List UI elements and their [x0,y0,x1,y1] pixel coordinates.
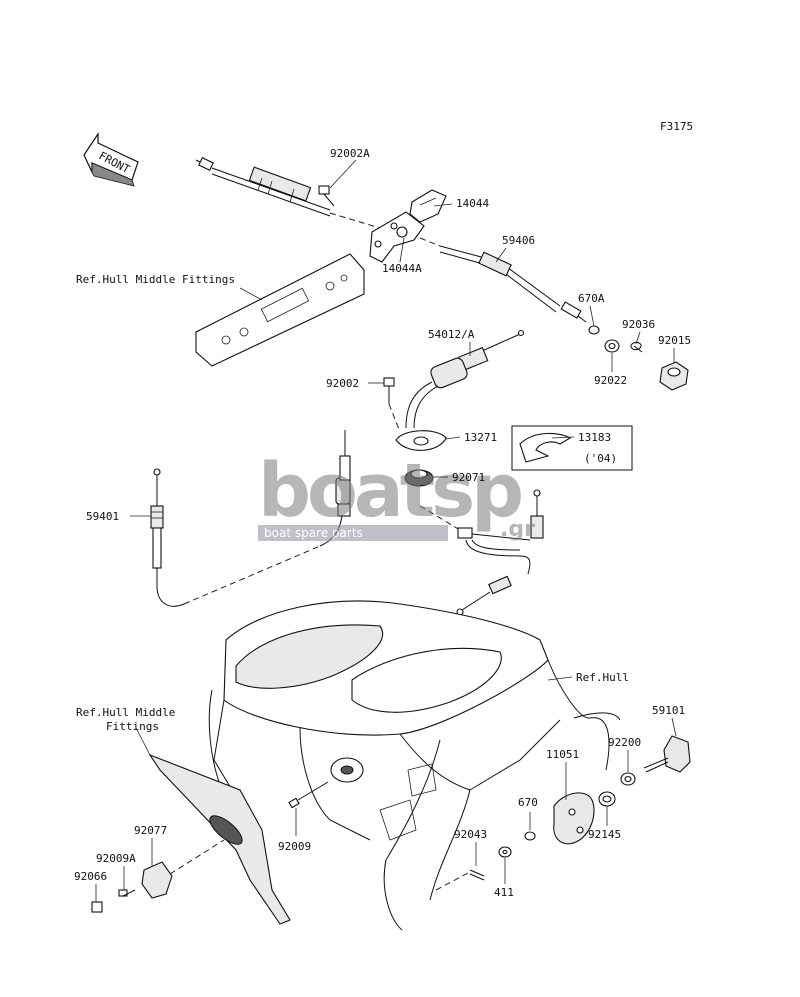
label-92071: 92071 [452,471,485,484]
label-92200: 92200 [608,736,641,749]
ref-hull: Ref.Hull [576,671,629,684]
label-11051: 11051 [546,748,579,761]
front-arrow-icon: FRONT [83,132,139,187]
clip-92066-icon [91,901,103,913]
plate-11051-icon [553,792,595,845]
label-92002A: 92002A [330,147,370,160]
cable-right-lower [419,489,544,616]
part-13183-box [511,425,633,471]
label-92009: 92009 [278,840,311,853]
watermark-tagline: boat spare parts [264,526,363,540]
label-14044A: 14044A [382,262,422,275]
label-59406: 59406 [502,234,535,247]
washer-92145-icon [598,791,616,807]
label-92077: 92077 [134,824,167,837]
label-92009A: 92009A [96,852,136,865]
pin-92043-icon [435,869,485,891]
washer-670-icon [524,831,536,841]
label-14044: 14044 [456,197,489,210]
label-92015: 92015 [658,334,691,347]
screw-92009A-icon [118,889,136,897]
figure-code: F3175 [660,120,693,133]
watermark-logo-text: boatsp [258,448,521,534]
label-59401: 59401 [86,510,119,523]
watermark-logo: boatsp .gr boat spare parts [258,448,535,542]
label-92145: 92145 [588,828,621,841]
ref-hull-middle-fittings-bottom-line2: Fittings [106,720,159,733]
label-92002: 92002 [326,377,359,390]
label-13183-note: ('04) [584,452,617,465]
cable-59401 [150,430,351,607]
choke-cable-54012 [383,329,525,487]
throttle-cable-upper [195,157,587,323]
hull-middle-fitting-panel [148,753,291,925]
washer-411-icon [498,846,512,858]
label-59101: 59101 [652,704,685,717]
hull-middle-fittings-bracket [195,253,365,367]
washer-670A-icon [588,325,600,335]
ref-hull-middle-fittings-top: Ref.Hull Middle Fittings [76,273,235,286]
knob-59101-icon [643,735,691,773]
bolt-92009-icon [288,781,329,809]
label-54012A: 54012/A [428,328,475,341]
cap-92077-icon [141,839,225,899]
label-92066: 92066 [74,870,107,883]
label-13271: 13271 [464,431,497,444]
label-13183: 13183 [578,431,611,444]
leader-lines [95,159,677,902]
washer-92022-icon [604,339,620,353]
watermark-suffix: .gr [500,517,535,542]
label-411: 411 [494,886,514,899]
label-92022: 92022 [594,374,627,387]
label-670: 670 [518,796,538,809]
nut-92015-icon [659,361,689,391]
label-92036: 92036 [622,318,655,331]
washer-92200-icon [620,772,636,786]
label-670A: 670A [578,292,605,305]
label-92043: 92043 [454,828,487,841]
ref-hull-middle-fittings-bottom-line1: Ref.Hull Middle [76,706,175,719]
